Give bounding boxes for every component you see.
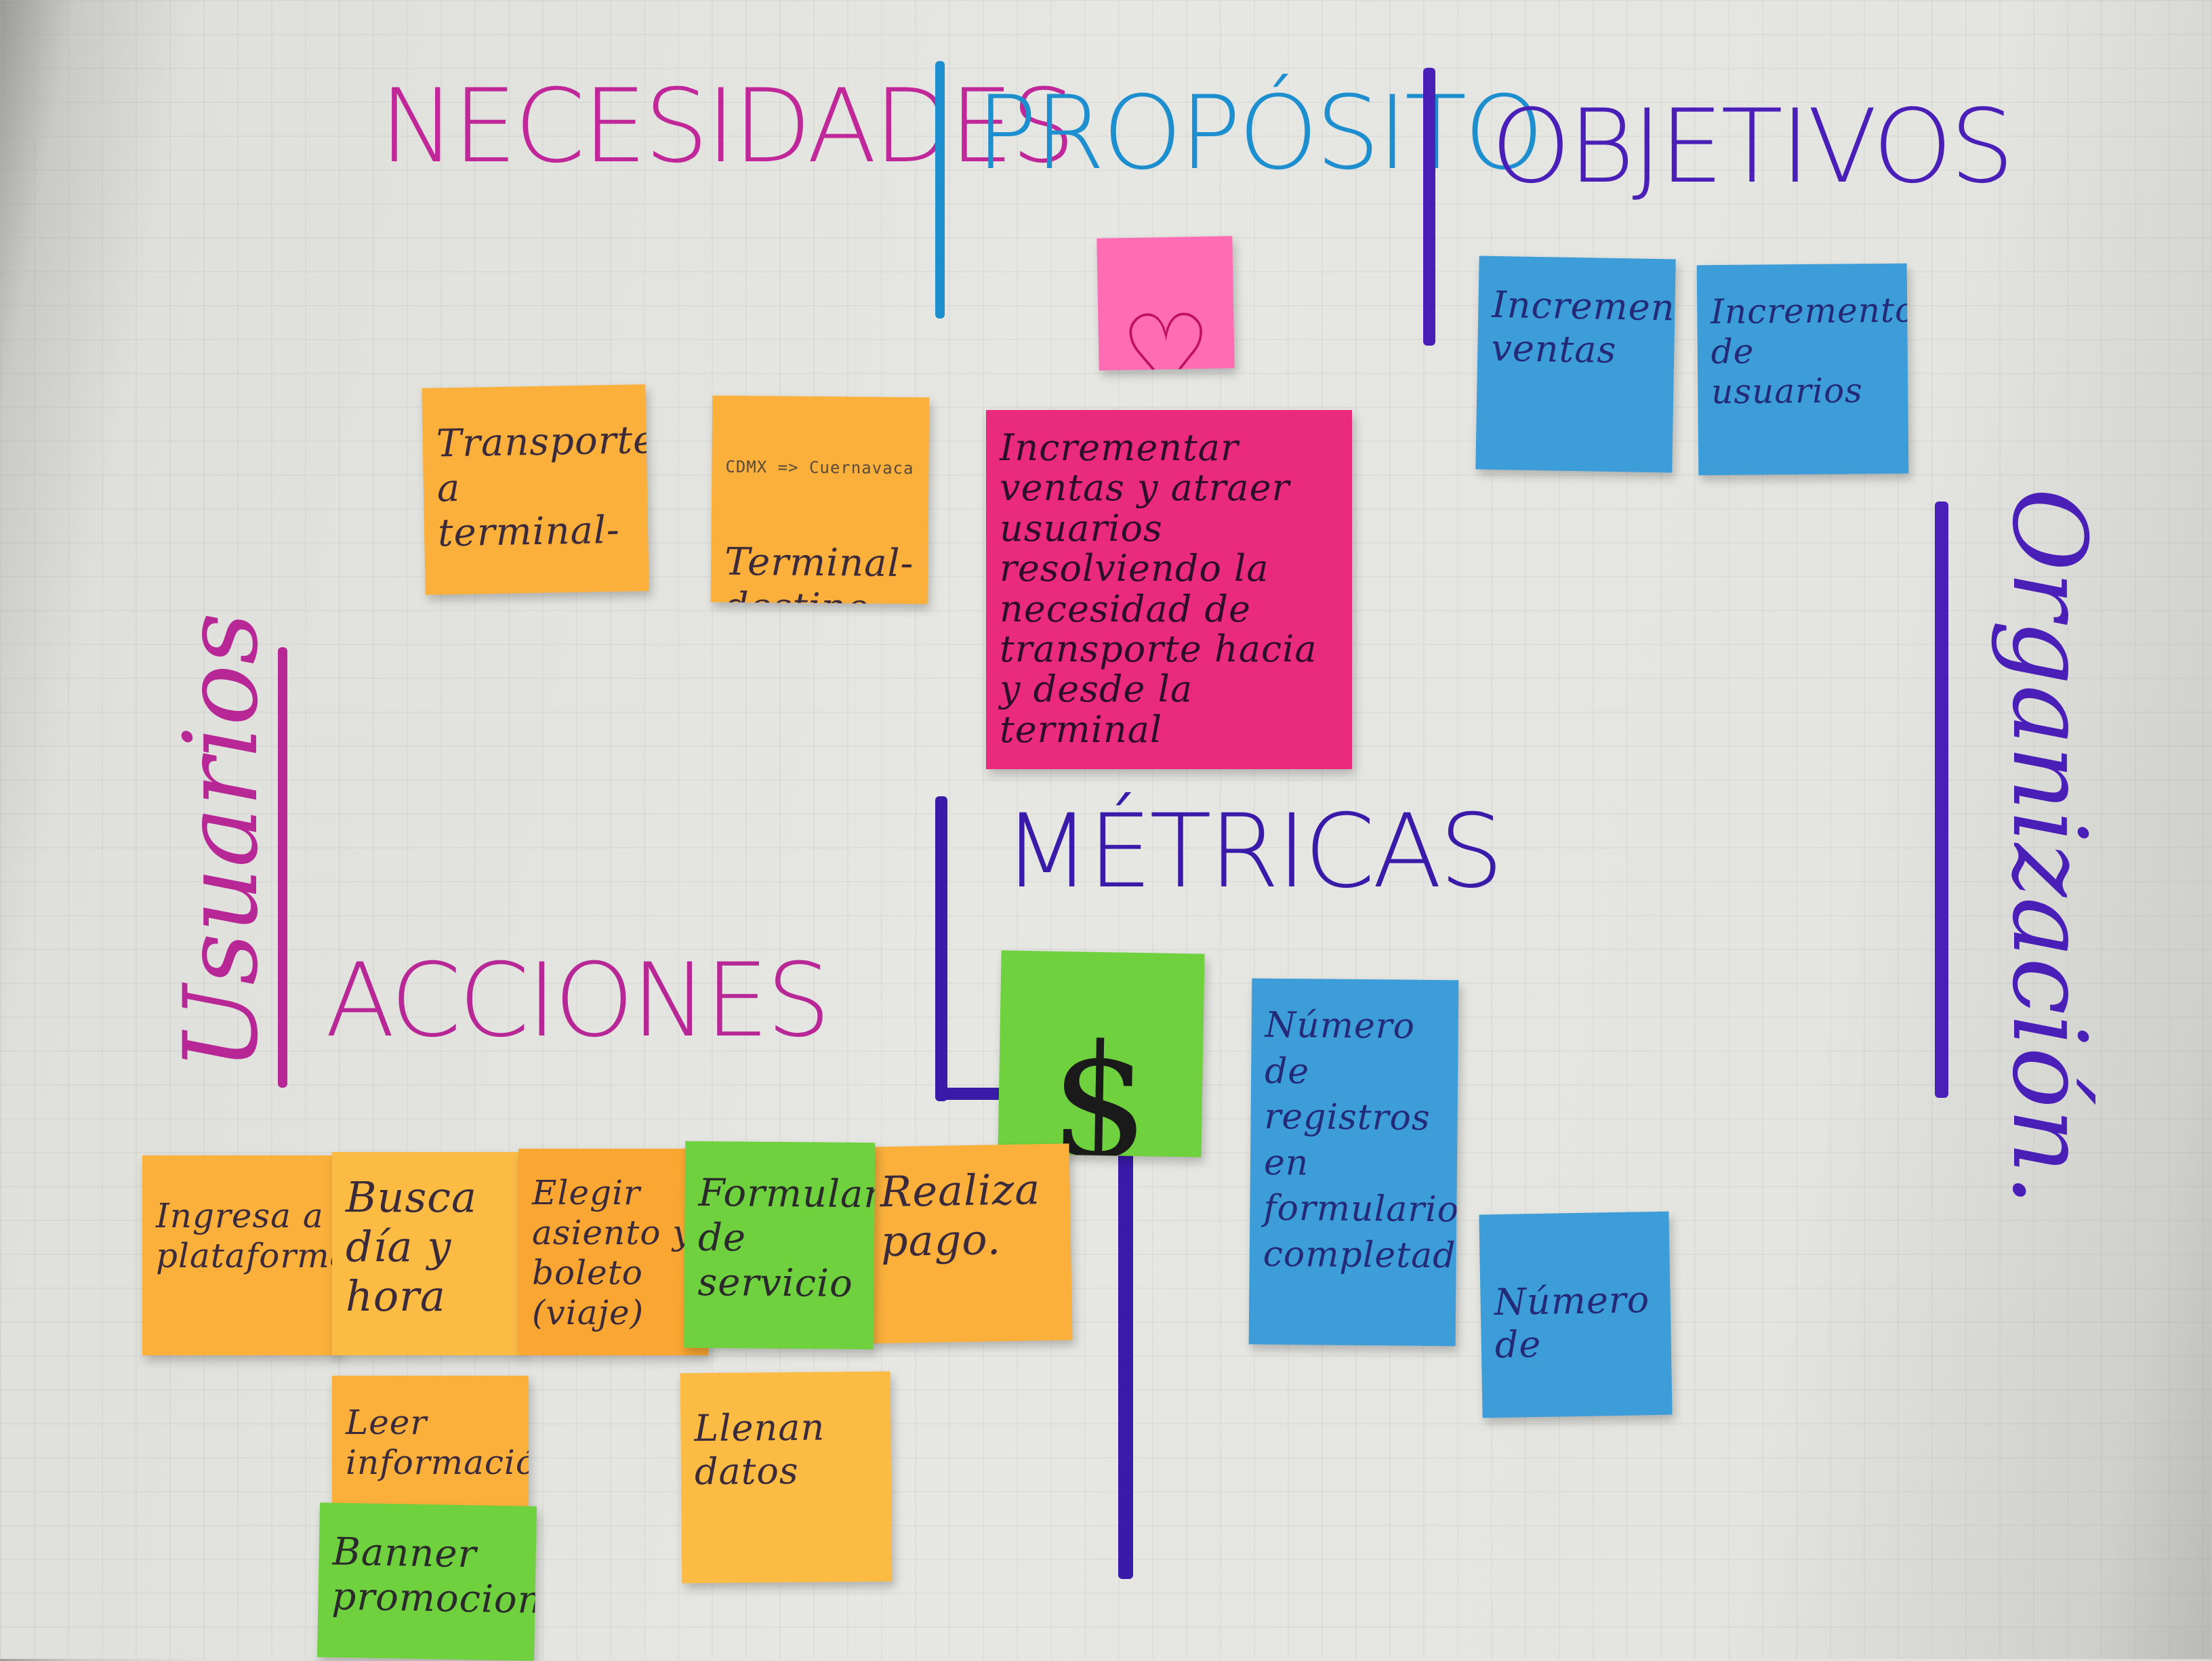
note-incrementa-ventas: Incrementa ventas [1475, 255, 1676, 473]
organizacion-divider [1935, 501, 1948, 1098]
note-banner-promocional: Banner promocional [317, 1502, 537, 1661]
note-heart: ♡ [1097, 236, 1235, 371]
label-organizacion: Organización. [1990, 488, 2108, 1206]
note-llenan-datos: Llenan datos [680, 1371, 893, 1584]
dollar-icon: $ [1048, 1011, 1152, 1157]
note-realiza-pago: Realiza pago. [865, 1143, 1073, 1344]
header-necesidades: NECESIDADES [380, 68, 1076, 186]
cdmx-hint: CDMX => Cuernavaca [725, 457, 914, 478]
metricas-vertical-line [935, 796, 947, 1101]
note-dollar: $ [998, 950, 1205, 1157]
note-terminal-destino: CDMX => Cuernavaca Terminal- destino. [710, 395, 930, 604]
divider-necesidades-proposito [935, 61, 945, 319]
note-busca-dia-hora: Busca día y hora [332, 1152, 522, 1355]
metricas-horizontal-line [935, 1088, 1017, 1100]
divider-proposito-objetivos [1423, 68, 1435, 346]
note-numero-recompras: Número de recompras [1479, 1211, 1673, 1418]
terminal-destino-text: Terminal- destino. [724, 539, 914, 604]
note-ingresa-plataforma: Ingresa a plataforma [142, 1155, 339, 1355]
header-proposito: PROPÓSITO [976, 75, 1544, 192]
heart-icon: ♡ [1120, 292, 1214, 371]
note-numero-registros: Número de registros en formularios compl… [1248, 978, 1459, 1347]
header-metricas: MÉTRICAS [1003, 793, 1504, 911]
note-transporte-terminal: Transporte a terminal- [422, 384, 649, 595]
note-formulario-servicio: Formulario de servicio [683, 1141, 876, 1350]
usuarios-divider [278, 647, 287, 1088]
header-objetivos: OBJETIVOS [1491, 88, 2014, 206]
note-incremento-usuarios: Incremento de usuarios [1696, 263, 1909, 476]
numero-recompras-text: Número de [1494, 1277, 1650, 1367]
recompras-underlined: recompras [1496, 1407, 1672, 1418]
label-usuarios: Usuarios [163, 612, 281, 1071]
metricas-lower-line [1118, 1152, 1133, 1579]
header-acciones: ACCIONES [325, 942, 831, 1060]
note-elegir-asiento: Elegir asiento y boleto (viaje) [518, 1149, 708, 1355]
note-proposito-text: Incrementar ventas y atraer usuarios res… [986, 410, 1352, 769]
